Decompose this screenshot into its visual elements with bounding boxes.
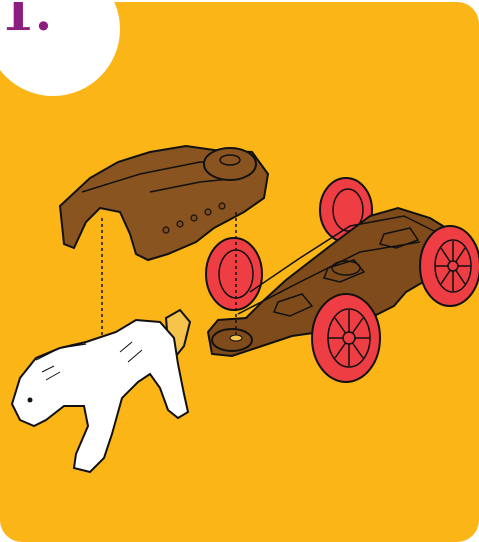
wheel-icon — [312, 294, 380, 382]
horse-icon — [12, 310, 190, 472]
wheel-icon — [206, 238, 262, 310]
wheel-icon — [420, 226, 479, 306]
